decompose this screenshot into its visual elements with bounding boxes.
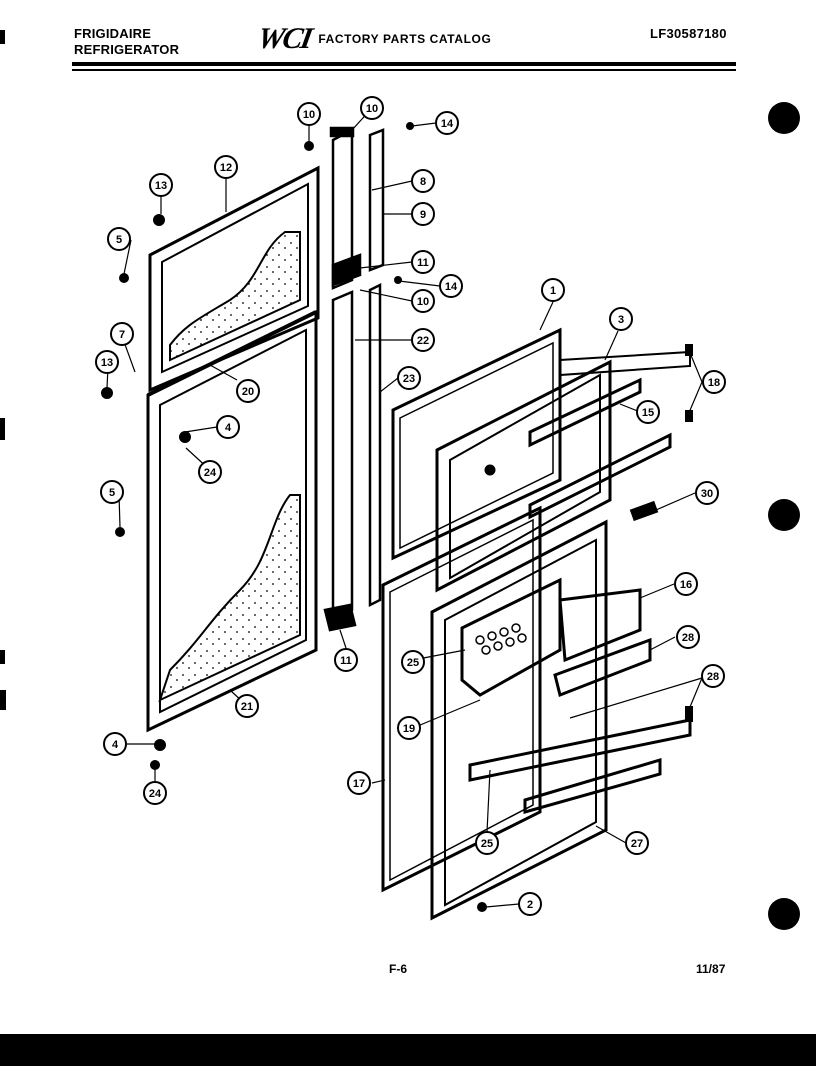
header-rule-thin [72, 69, 736, 71]
callout-bubble: 21 [235, 694, 259, 718]
callout-bubble: 13 [149, 173, 173, 197]
callout-bubble: 23 [397, 366, 421, 390]
callout-bubble: 5 [100, 480, 124, 504]
callout-bubble: 19 [397, 716, 421, 740]
svg-text:10: 10 [303, 109, 315, 121]
svg-text:2: 2 [527, 899, 533, 911]
callout-bubble: 27 [625, 831, 649, 855]
door-gaskets [381, 327, 562, 893]
callout-bubble: 18 [702, 370, 726, 394]
scan-edge-left [0, 0, 10, 1066]
callout-bubble: 12 [214, 155, 238, 179]
catalog-title: FACTORY PARTS CATALOG [318, 32, 492, 46]
svg-text:11: 11 [340, 655, 352, 667]
callout-bubble: 22 [411, 328, 435, 352]
leader-lines [106, 107, 703, 908]
callout-bubble: 20 [236, 379, 260, 403]
svg-text:7: 7 [119, 329, 125, 341]
svg-text:9: 9 [420, 209, 426, 221]
freezer-inner-liner [435, 350, 691, 593]
callout-bubble: 11 [334, 648, 358, 672]
svg-text:5: 5 [109, 487, 115, 499]
svg-text:28: 28 [707, 671, 719, 683]
svg-text:10: 10 [366, 103, 378, 115]
callout-bubble: 4 [216, 415, 240, 439]
svg-text:5: 5 [116, 234, 122, 246]
svg-text:24: 24 [149, 788, 162, 800]
model-number: LF30587180 [650, 26, 727, 41]
callout-bubble: 24 [198, 460, 222, 484]
svg-text:19: 19 [403, 723, 415, 735]
svg-text:13: 13 [155, 180, 167, 192]
svg-text:10: 10 [417, 296, 429, 308]
brand-name: FRIGIDAIRE [74, 26, 152, 41]
callout-bubble: 13 [95, 350, 119, 374]
callout-bubble: 25 [401, 650, 425, 674]
scan-edge-bottom [0, 1034, 816, 1066]
callout-bubble: 28 [676, 625, 700, 649]
callout-bubble: 9 [411, 202, 435, 226]
fresh-food-inner-liner [430, 519, 692, 921]
svg-text:28: 28 [682, 632, 694, 644]
svg-text:14: 14 [445, 281, 458, 293]
callout-bubble: 14 [439, 274, 463, 298]
svg-text:17: 17 [353, 778, 365, 790]
svg-text:4: 4 [225, 422, 232, 434]
callout-bubble: 24 [143, 781, 167, 805]
freezer-door [148, 165, 320, 393]
door-trim-strips [323, 126, 385, 632]
svg-text:20: 20 [242, 386, 254, 398]
svg-text:23: 23 [403, 373, 415, 385]
callout-bubble: 15 [636, 400, 660, 424]
callout-bubble: 3 [609, 307, 633, 331]
svg-text:3: 3 [618, 314, 624, 326]
catalog-logo: WCI FACTORY PARTS CATALOG [255, 22, 492, 56]
header-rule [72, 62, 736, 66]
punch-hole-icon [768, 898, 800, 930]
callout-bubble: 11 [411, 250, 435, 274]
callout-bubble: 10 [297, 102, 321, 126]
product-name: REFRIGERATOR [74, 42, 180, 57]
callout-bubble: 4 [103, 732, 127, 756]
svg-text:18: 18 [708, 377, 720, 389]
svg-text:25: 25 [407, 657, 419, 669]
svg-text:25: 25 [481, 838, 493, 850]
small-hardware [101, 122, 693, 912]
svg-text:27: 27 [631, 838, 643, 850]
part-callouts: 10 10 14 8 9 13 12 5 11 14 10 1 3 7 22 1… [95, 96, 726, 916]
svg-text:4: 4 [112, 739, 119, 751]
callout-bubble: 25 [475, 831, 499, 855]
svg-text:30: 30 [701, 488, 713, 500]
page-number: F-6 [389, 962, 407, 976]
callout-bubble: 8 [411, 169, 435, 193]
svg-text:13: 13 [101, 357, 113, 369]
svg-text:22: 22 [417, 335, 429, 347]
svg-text:24: 24 [204, 467, 217, 479]
punch-hole-icon [768, 499, 800, 531]
svg-text:11: 11 [417, 257, 429, 269]
svg-text:1: 1 [550, 285, 556, 297]
svg-text:12: 12 [220, 162, 232, 174]
svg-text:8: 8 [420, 176, 426, 188]
svg-text:15: 15 [642, 407, 654, 419]
fresh-food-door [146, 309, 318, 733]
svg-text:14: 14 [441, 118, 454, 130]
catalog-date: 11/87 [696, 962, 726, 976]
callout-bubble: 7 [110, 322, 134, 346]
callout-bubble: 1 [541, 278, 565, 302]
callout-bubble: 16 [674, 572, 698, 596]
callout-bubble: 10 [411, 289, 435, 313]
svg-text:16: 16 [680, 579, 692, 591]
callout-bubble: 14 [435, 111, 459, 135]
callout-bubble: 2 [518, 892, 542, 916]
callout-bubble: 28 [701, 664, 725, 688]
header-brand-block: FRIGIDAIRE REFRIGERATOR [74, 26, 179, 58]
callout-bubble: 10 [360, 96, 384, 120]
callout-bubble: 5 [107, 227, 131, 251]
callout-bubble: 30 [695, 481, 719, 505]
punch-hole-icon [768, 102, 800, 134]
svg-text:21: 21 [241, 701, 253, 713]
callout-bubble: 17 [347, 771, 371, 795]
